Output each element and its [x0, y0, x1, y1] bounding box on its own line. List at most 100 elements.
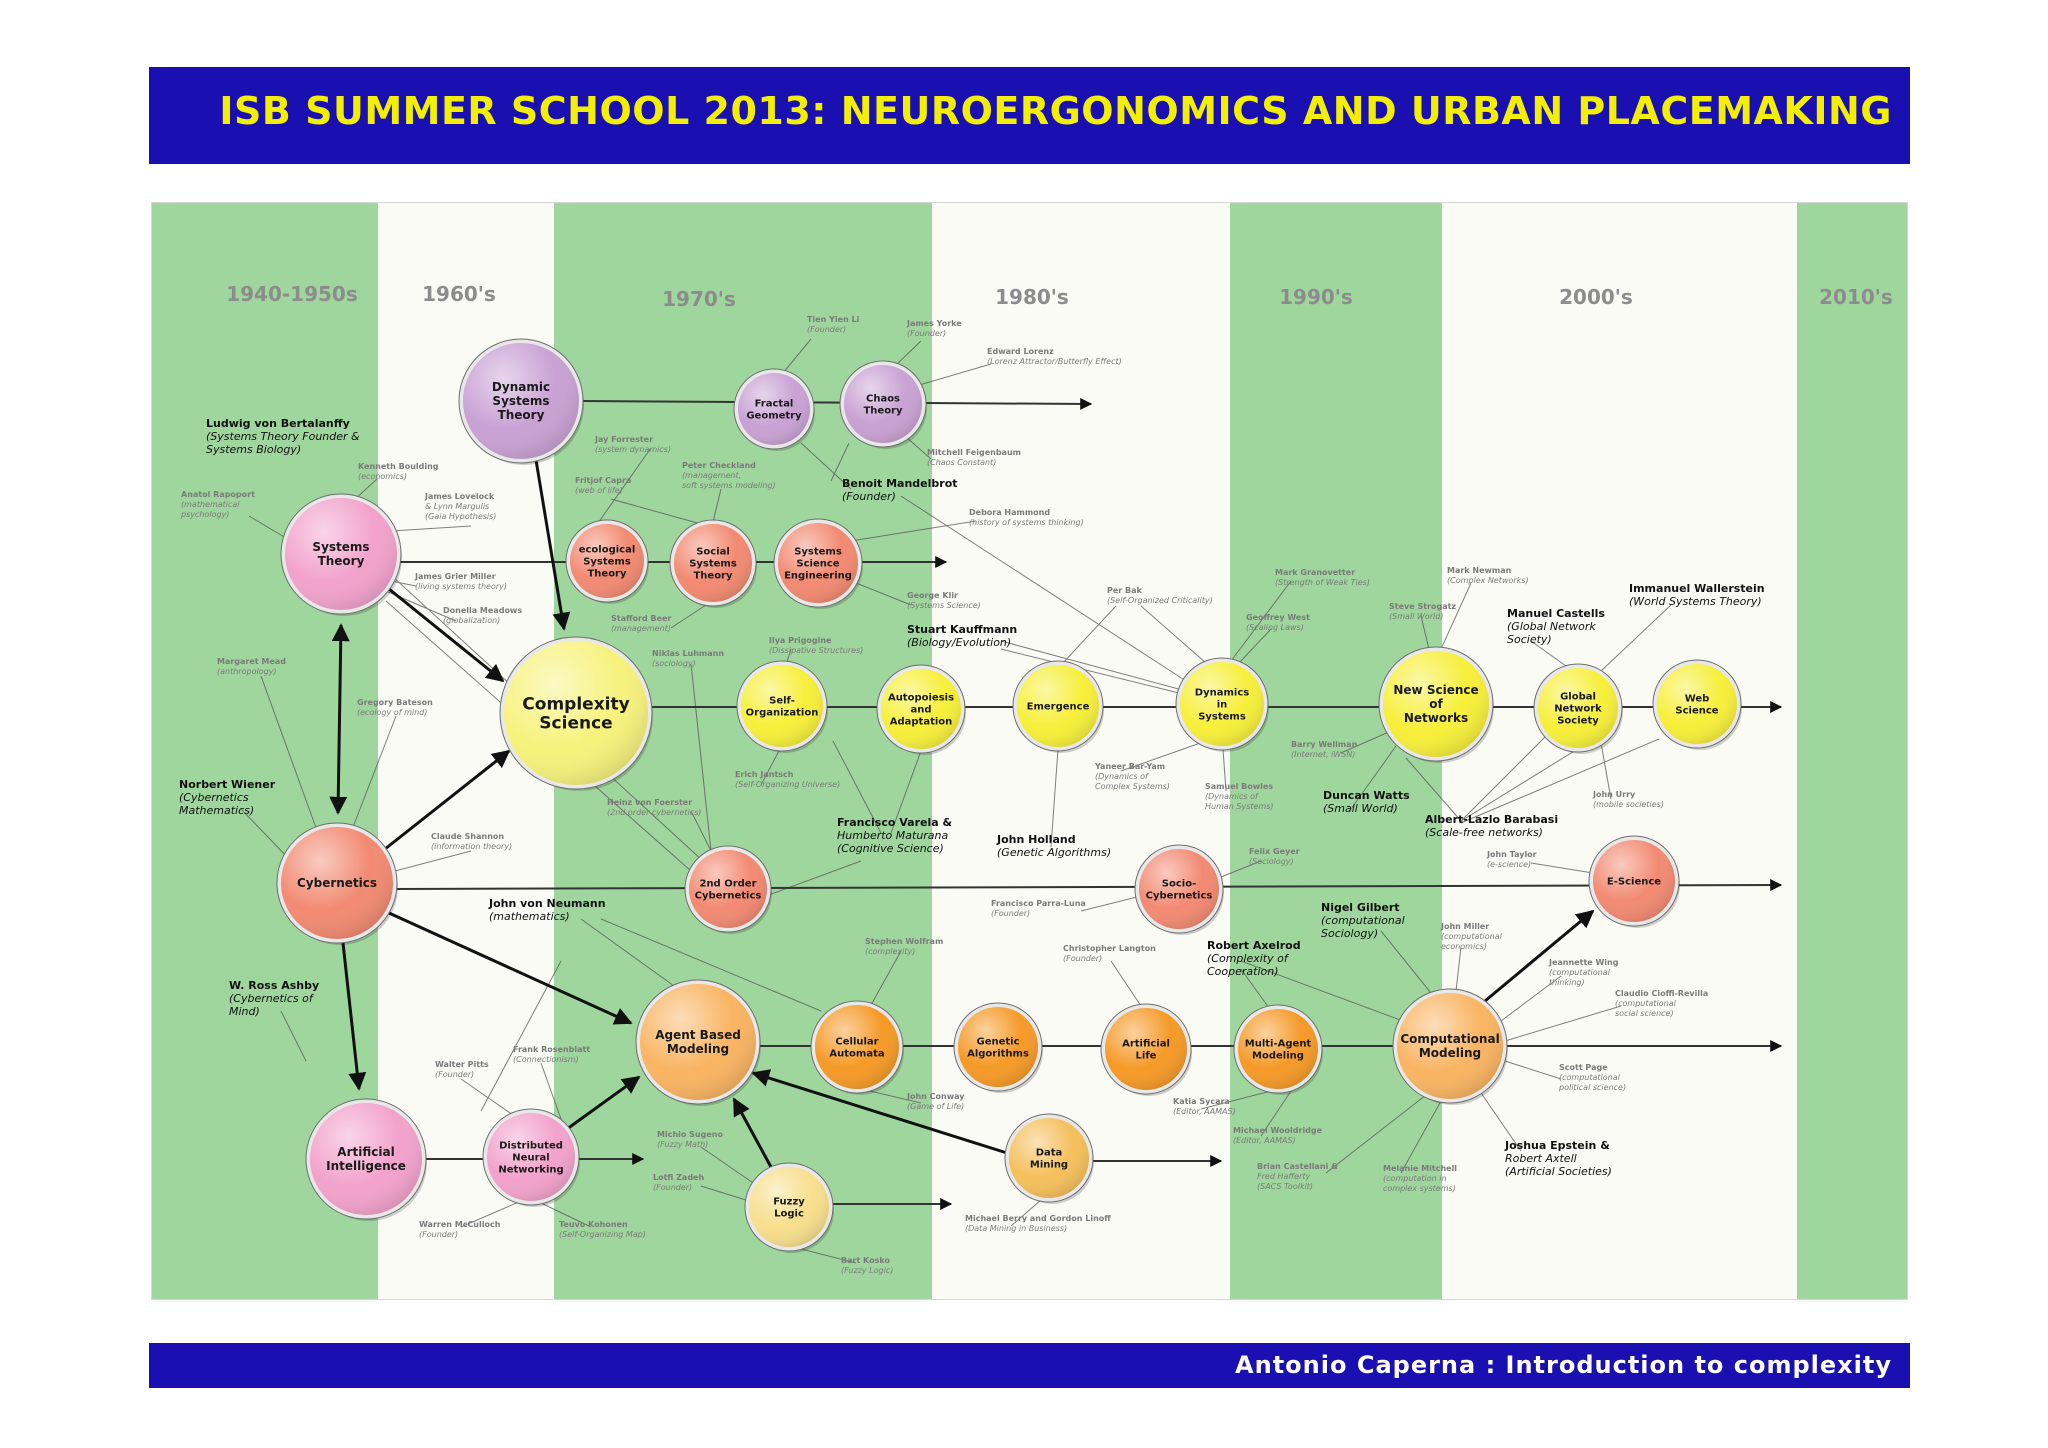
- node-label: Automata: [829, 1049, 884, 1060]
- person-text: (information theory): [431, 842, 512, 851]
- person-annotation: Lotfi Zadeh(Founder): [653, 1173, 704, 1192]
- person-text: Melanie Mitchell: [1383, 1164, 1457, 1173]
- node-label: Theory: [498, 408, 545, 422]
- person-annotation: Margaret Mead(anthropology): [217, 657, 286, 676]
- person-text: (computational: [1615, 999, 1677, 1008]
- person-annotation: Stephen Wolfram(complexity): [865, 937, 943, 956]
- node-label: E-Science: [1607, 877, 1661, 888]
- diagram-canvas: 1940-1950s 1960's 1970's 1980's 1990's 2…: [152, 203, 1907, 1299]
- decade-label: 1990's: [1279, 285, 1353, 309]
- person-annotation: Tien Yien Li(Founder): [807, 315, 860, 334]
- person-text: (management): [611, 624, 671, 633]
- person-text: (computational: [1559, 1073, 1621, 1082]
- node-label: Dynamics: [1195, 688, 1249, 699]
- person-annotation: Mark Newman(Complex Networks): [1447, 566, 1529, 585]
- person-text: Gregory Bateson: [357, 698, 433, 707]
- person-annotation: George Klir(Systems Science): [907, 591, 981, 610]
- node-label: Artificial: [337, 1145, 394, 1159]
- node-label: Theory: [318, 554, 365, 568]
- node-label: Genetic: [976, 1037, 1019, 1048]
- person-annotation: Edward Lorenz(Lorenz Attractor/Butterfly…: [987, 347, 1122, 366]
- person-text: social science): [1615, 1009, 1674, 1018]
- node-label: Dynamic: [492, 380, 550, 394]
- arrow-fuzzy-abm: [732, 1097, 773, 1168]
- node-label: Systems: [689, 559, 737, 570]
- person-text: (Global Network: [1507, 620, 1596, 633]
- person-text: (management,: [682, 471, 741, 480]
- person-text: (World Systems Theory): [1629, 595, 1762, 608]
- person-text: Anatol Rapoport: [181, 490, 255, 499]
- node-label: Adaptation: [890, 717, 953, 728]
- person-annotation: Felix Geyer(Sociology): [1249, 847, 1300, 866]
- person-text: Brian Castellani &: [1257, 1162, 1338, 1171]
- person-text: James Grier Miller: [414, 572, 496, 581]
- node-label: Agent Based: [655, 1028, 741, 1042]
- node-label: Modeling: [1419, 1046, 1481, 1060]
- person-text: Robert Axelrod: [1207, 939, 1301, 952]
- person-annotation: Mark Granovetter(Strength of Weak Ties): [1275, 568, 1370, 587]
- arrow-cm-escience: [1484, 909, 1595, 1003]
- node-label: ecological: [579, 545, 636, 556]
- timeline-dynamic-systems: [580, 397, 1093, 410]
- person-text: (Lorenz Attractor/Butterfly Effect): [987, 357, 1122, 366]
- decade-label: 2010's: [1819, 285, 1893, 309]
- person-annotation: Joshua Epstein &Robert Axtell(Artificial…: [1504, 1139, 1612, 1178]
- person-annotation: Michael Berry and Gordon Linoff(Data Min…: [965, 1214, 1111, 1233]
- person-text: Francisco Varela &: [837, 816, 952, 829]
- person-annotation: John Taylor(e-science): [1486, 850, 1537, 869]
- person-text: Walter Pitts: [435, 1060, 489, 1069]
- person-text: Stuart Kauffmann: [907, 623, 1017, 636]
- person-text: Katia Sycara: [1173, 1097, 1230, 1106]
- person-text: (Complex Networks): [1447, 576, 1529, 585]
- person-text: (Founder): [907, 329, 946, 338]
- person-text: (Gaia Hypothesis): [425, 512, 496, 521]
- node-label: Computational: [1400, 1032, 1499, 1046]
- person-text: (SACS Toolkit): [1257, 1182, 1313, 1191]
- person-text: Jeannette Wing: [1548, 958, 1619, 967]
- person-text: Debora Hammond: [969, 508, 1050, 517]
- arrow-datamining-abm: [751, 1069, 1008, 1155]
- person-text: (economics): [358, 472, 407, 481]
- person-text: (mathematics): [489, 910, 570, 923]
- decade-label: 1980's: [995, 285, 1069, 309]
- person-annotation: John Urry(mobile societies): [1592, 790, 1664, 809]
- person-annotation: Niklas Luhmann(sociology): [652, 649, 724, 668]
- influence-lines: [240, 338, 1672, 1264]
- person-text: (Chaos Constant): [927, 458, 996, 467]
- person-text: Claude Shannon: [431, 832, 504, 841]
- person-text: Mark Granovetter: [1275, 568, 1355, 577]
- person-text: (Cybernetics: [179, 791, 249, 804]
- node-label: Data: [1036, 1148, 1063, 1159]
- person-annotation: Barry Wellman(Internet, iWSN): [1291, 740, 1358, 759]
- person-text: (computational: [1441, 932, 1503, 941]
- person-text: (living systems theory): [415, 582, 507, 591]
- decade-label: 1940-1950s: [226, 282, 358, 306]
- relationship-arrows: [329, 459, 1595, 1168]
- person-text: Niklas Luhmann: [652, 649, 724, 658]
- node-label: Distributed: [499, 1141, 563, 1152]
- person-text: Ludwig von Bertalanffy: [206, 417, 350, 430]
- person-text: Immanuel Wallerstein: [1629, 582, 1765, 595]
- person-text: (Sociology): [1249, 857, 1294, 866]
- person-text: Heinz von Foerster: [607, 798, 692, 807]
- person-text: James Yorke: [906, 319, 962, 328]
- timeline-cybernetics: [394, 879, 1783, 892]
- node-label: Self-: [769, 696, 795, 707]
- person-text: Mark Newman: [1447, 566, 1512, 575]
- person-annotation: Teuvo Kohonen(Self-Organizing Map): [559, 1220, 646, 1239]
- person-text: (Dissipative Structures): [769, 646, 863, 655]
- person-text: Michael Berry and Gordon Linoff: [965, 1214, 1111, 1223]
- node-label: Engineering: [784, 571, 852, 582]
